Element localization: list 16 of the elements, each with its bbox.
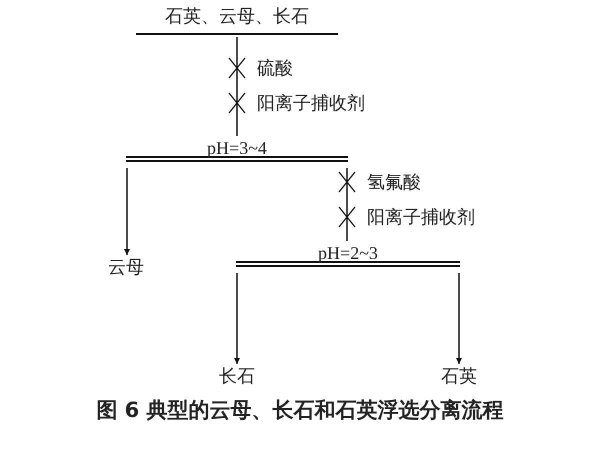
feed-label: 石英、云母、长石 xyxy=(136,4,338,35)
flow-line xyxy=(456,273,462,364)
reagent-label: 阳离子捕收剂 xyxy=(367,206,475,229)
figure-caption: 图 6 典型的云母、长石和石英浮选分离流程 xyxy=(95,397,505,424)
reagent-label: 氢氟酸 xyxy=(367,171,421,194)
product-label: 云母 xyxy=(100,255,152,279)
reagent-label: 硫酸 xyxy=(257,57,293,80)
flow-line xyxy=(346,168,348,241)
product-label: 长石 xyxy=(211,364,263,388)
flow-line xyxy=(234,273,240,364)
reagent-label: 阳离子捕收剂 xyxy=(257,92,365,115)
flow-line xyxy=(236,37,238,136)
separation-bar: pH=2~3 xyxy=(236,241,460,267)
flow-line xyxy=(124,168,130,255)
product-label: 石英 xyxy=(433,364,485,388)
separation-bar: pH=3~4 xyxy=(126,136,348,162)
